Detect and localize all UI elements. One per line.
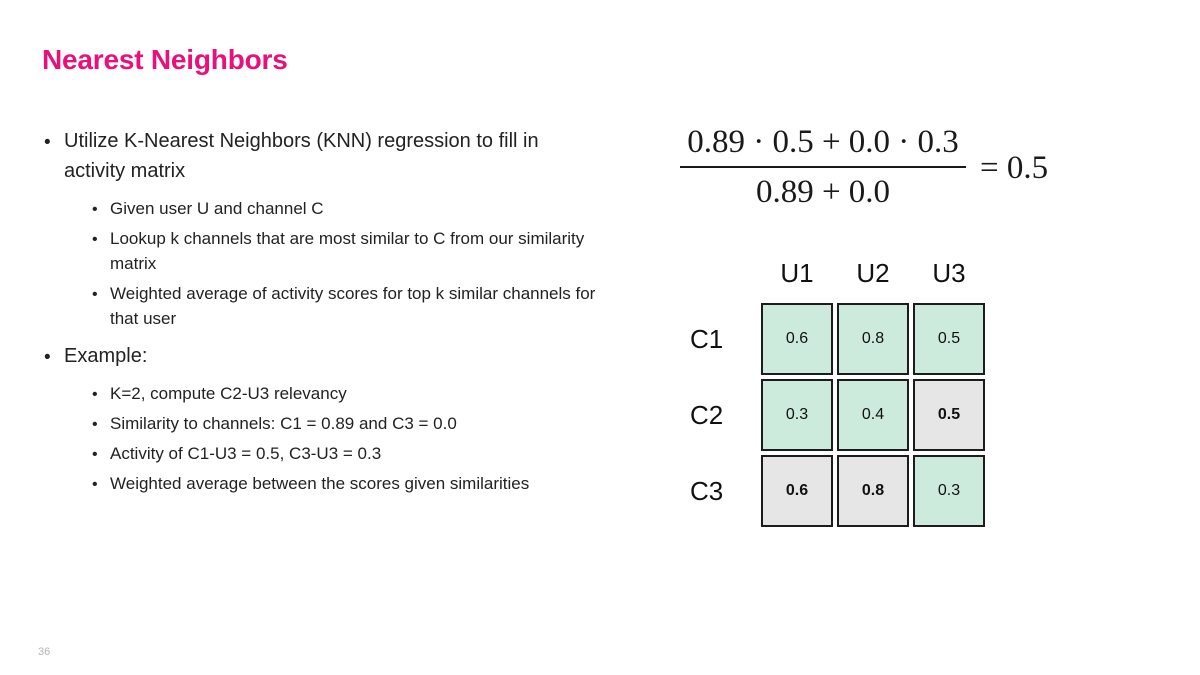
equation-denominator: 0.89 + 0.0 bbox=[755, 174, 891, 210]
equation-numerator: 0.89 · 0.5 + 0.0 · 0.3 bbox=[687, 124, 959, 160]
bullet-marker-icon: • bbox=[92, 286, 98, 303]
matrix-cell-c3-u1[interactable]: 0.6 bbox=[761, 455, 833, 527]
bullet-marker-icon: • bbox=[44, 132, 51, 153]
bullet-text: Similarity to channels: C1 = 0.89 and C3… bbox=[110, 414, 457, 433]
bullet-item-level2: • Similarity to channels: C1 = 0.89 and C… bbox=[92, 411, 604, 436]
bullet-text: Example: bbox=[64, 345, 148, 367]
bullet-list: • Utilize K-Nearest Neighbors (KNN) regre… bbox=[44, 126, 604, 501]
bullet-marker-icon: • bbox=[92, 476, 98, 493]
bullet-marker-icon: • bbox=[44, 347, 51, 368]
bullet-item-level2: • Weighted average of activity scores for… bbox=[92, 281, 604, 331]
matrix-cell-c3-u2[interactable]: 0.8 bbox=[837, 455, 909, 527]
matrix-cell-c3-u3[interactable]: 0.3 bbox=[913, 455, 985, 527]
bullet-item-level1: • Example: bbox=[44, 341, 604, 371]
bullet-marker-icon: • bbox=[92, 446, 98, 463]
bullet-text: K=2, compute C2-U3 relevancy bbox=[110, 384, 347, 403]
bullet-text: Weighted average of activity scores for … bbox=[110, 284, 596, 328]
bullet-marker-icon: • bbox=[92, 201, 98, 218]
bullet-text: Weighted average between the scores give… bbox=[110, 474, 530, 493]
bullet-item-level2: • Lookup k channels that are most similar… bbox=[92, 226, 604, 276]
matrix-row-header-c3: C3 bbox=[690, 475, 724, 506]
bullet-text: Utilize K-Nearest Neighbors (KNN) regres… bbox=[64, 130, 539, 182]
page-number: 36 bbox=[38, 646, 51, 658]
equation-fraction: 0.89 · 0.5 + 0.0 · 0.3 0.89 + 0.0 bbox=[680, 120, 966, 214]
matrix-cell-c2-u1[interactable]: 0.3 bbox=[761, 379, 833, 451]
bullet-marker-icon: • bbox=[92, 386, 98, 403]
matrix-cell-c1-u2[interactable]: 0.8 bbox=[837, 303, 909, 375]
bullet-item-level2: • Activity of C1-U3 = 0.5, C3-U3 = 0.3 bbox=[92, 441, 604, 466]
bullet-marker-icon: • bbox=[92, 416, 98, 433]
matrix-row-header-c2: C2 bbox=[690, 399, 724, 430]
matrix-cell-c2-u2[interactable]: 0.4 bbox=[837, 379, 909, 451]
matrix-column-header-u1: U1 bbox=[780, 258, 814, 288]
knn-weighted-average-equation: 0.89 · 0.5 + 0.0 · 0.3 0.89 + 0.0 = 0.5 bbox=[680, 120, 1048, 214]
fraction-bar bbox=[680, 166, 966, 168]
bullet-marker-icon: • bbox=[92, 231, 98, 248]
matrix-column-headers: U1 U2 U3 bbox=[761, 258, 985, 289]
equation-result: = 0.5 bbox=[980, 149, 1049, 186]
bullet-text: Activity of C1-U3 = 0.5, C3-U3 = 0.3 bbox=[110, 444, 382, 463]
matrix-cell-c1-u1[interactable]: 0.6 bbox=[761, 303, 833, 375]
matrix-cell-c1-u3[interactable]: 0.5 bbox=[913, 303, 985, 375]
bullet-text: Given user U and channel C bbox=[110, 199, 324, 218]
page-title: Nearest Neighbors bbox=[42, 44, 288, 75]
bullet-item-level2: • K=2, compute C2-U3 relevancy bbox=[92, 381, 604, 406]
bullet-item-level1: • Utilize K-Nearest Neighbors (KNN) regre… bbox=[44, 126, 604, 186]
bullet-item-level2: • Given user U and channel C bbox=[92, 196, 604, 221]
matrix-row-header-c1: C1 bbox=[690, 323, 724, 354]
bullet-text: Lookup k channels that are most similar … bbox=[110, 229, 585, 273]
matrix-cell-c2-u3[interactable]: 0.5 bbox=[913, 379, 985, 451]
matrix-column-header-u3: U3 bbox=[932, 258, 966, 288]
bullet-item-level2: • Weighted average between the scores giv… bbox=[92, 471, 604, 496]
matrix-column-header-u2: U2 bbox=[856, 258, 890, 288]
